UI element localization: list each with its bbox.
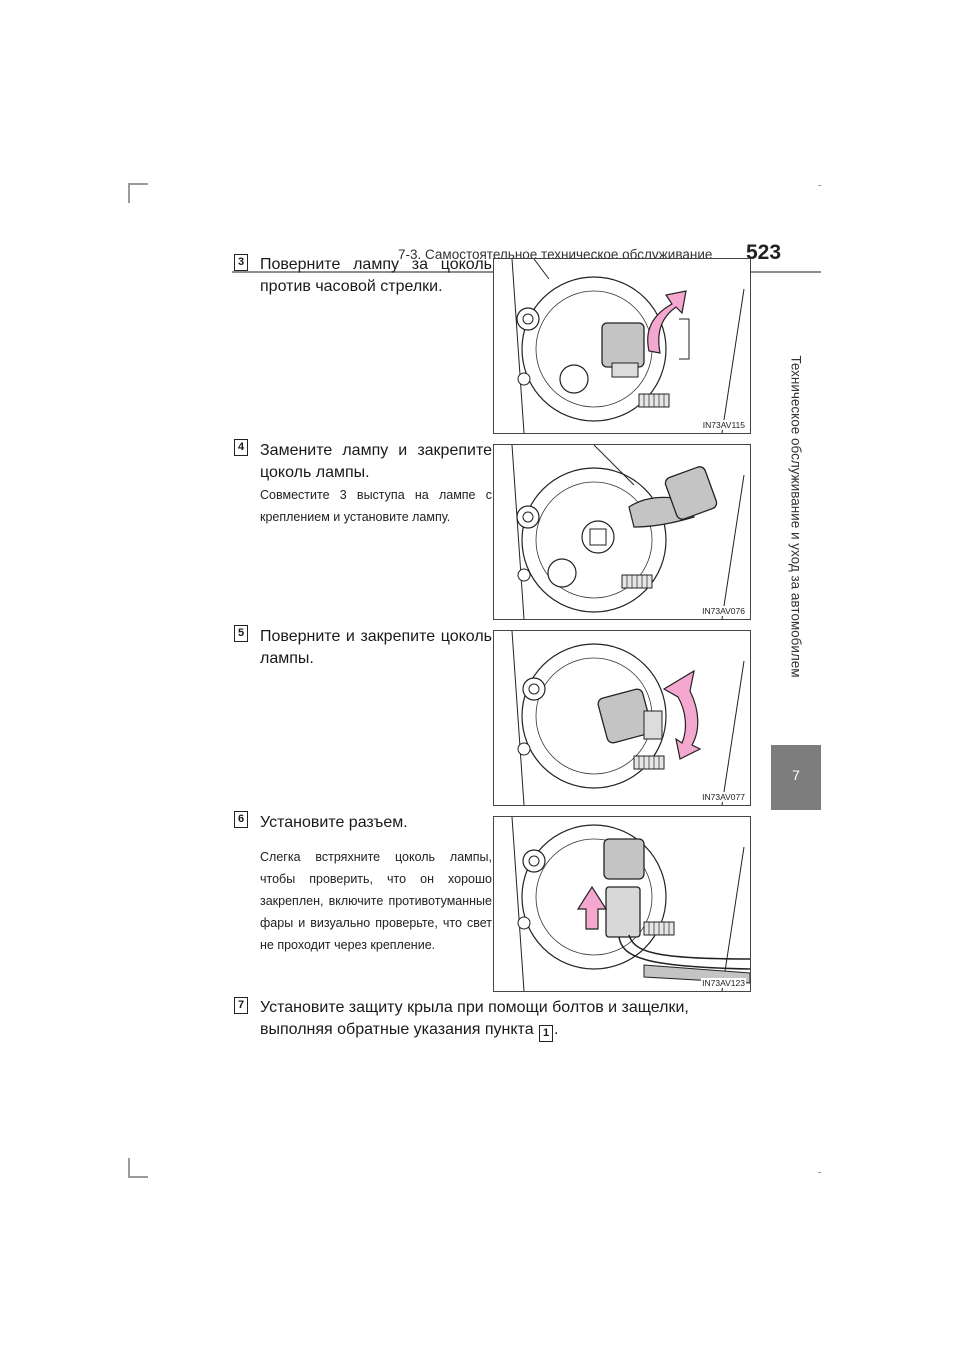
step-badge-4: 4 bbox=[234, 439, 248, 456]
step-7-text-after: . bbox=[554, 1021, 559, 1038]
step-badge-5: 5 bbox=[234, 625, 248, 642]
step-6-note: Слегка встряхните цоколь лампы, чтобы пр… bbox=[260, 850, 492, 952]
step-ref-badge: 1 bbox=[539, 1025, 554, 1042]
step-6-text: Установите разъем. bbox=[260, 814, 408, 831]
figure-step-3: IN73AV115 bbox=[493, 258, 751, 434]
figure-step-6: IN73AV123 bbox=[493, 816, 751, 992]
chapter-sidebar: Техническое обслуживание и уход за автом… bbox=[771, 292, 821, 740]
crop-dot-top-right bbox=[818, 185, 821, 186]
step-7-text: Установите защиту крыла при помощи болто… bbox=[260, 997, 750, 1042]
chapter-title: Техническое обслуживание и уход за автом… bbox=[788, 354, 804, 678]
step-7-text-before: Установите защиту крыла при помощи болто… bbox=[260, 999, 689, 1038]
crop-mark-bottom-left-v bbox=[128, 1158, 130, 1178]
headlamp-illustration bbox=[511, 445, 745, 619]
step-badge-6: 6 bbox=[234, 811, 248, 828]
step-3-text: Поверните лампу за цоколь против часовой… bbox=[260, 256, 492, 295]
figure-code: IN73AV123 bbox=[701, 978, 746, 988]
headlamp-illustration bbox=[511, 631, 745, 805]
step-badge-3: 3 bbox=[234, 254, 248, 271]
step-4-text: Замените лампу и закрепите цоколь лампы. bbox=[260, 442, 492, 481]
figure-step-5: IN73AV077 bbox=[493, 630, 751, 806]
step-badge-7: 7 bbox=[234, 997, 248, 1014]
headlamp-illustration bbox=[511, 817, 750, 991]
figure-code: IN73AV115 bbox=[701, 420, 746, 430]
figure-code: IN73AV076 bbox=[701, 606, 746, 616]
headlamp-illustration bbox=[511, 259, 745, 433]
crop-mark-top-left-h bbox=[128, 183, 148, 185]
step-4-note: Совместите 3 выступа на лампе с креплени… bbox=[260, 488, 492, 524]
chapter-tab: 7 bbox=[771, 745, 821, 810]
figure-code: IN73AV077 bbox=[701, 792, 746, 802]
page-number: 523 bbox=[746, 241, 782, 264]
step-5-text: Поверните и закрепите цоколь лампы. bbox=[260, 628, 492, 667]
figure-step-4: IN73AV076 bbox=[493, 444, 751, 620]
crop-mark-bottom-left-h bbox=[128, 1176, 148, 1178]
crop-dot-bottom-right bbox=[818, 1172, 821, 1173]
chapter-number: 7 bbox=[792, 767, 800, 783]
crop-mark-top-left-v bbox=[128, 183, 130, 203]
